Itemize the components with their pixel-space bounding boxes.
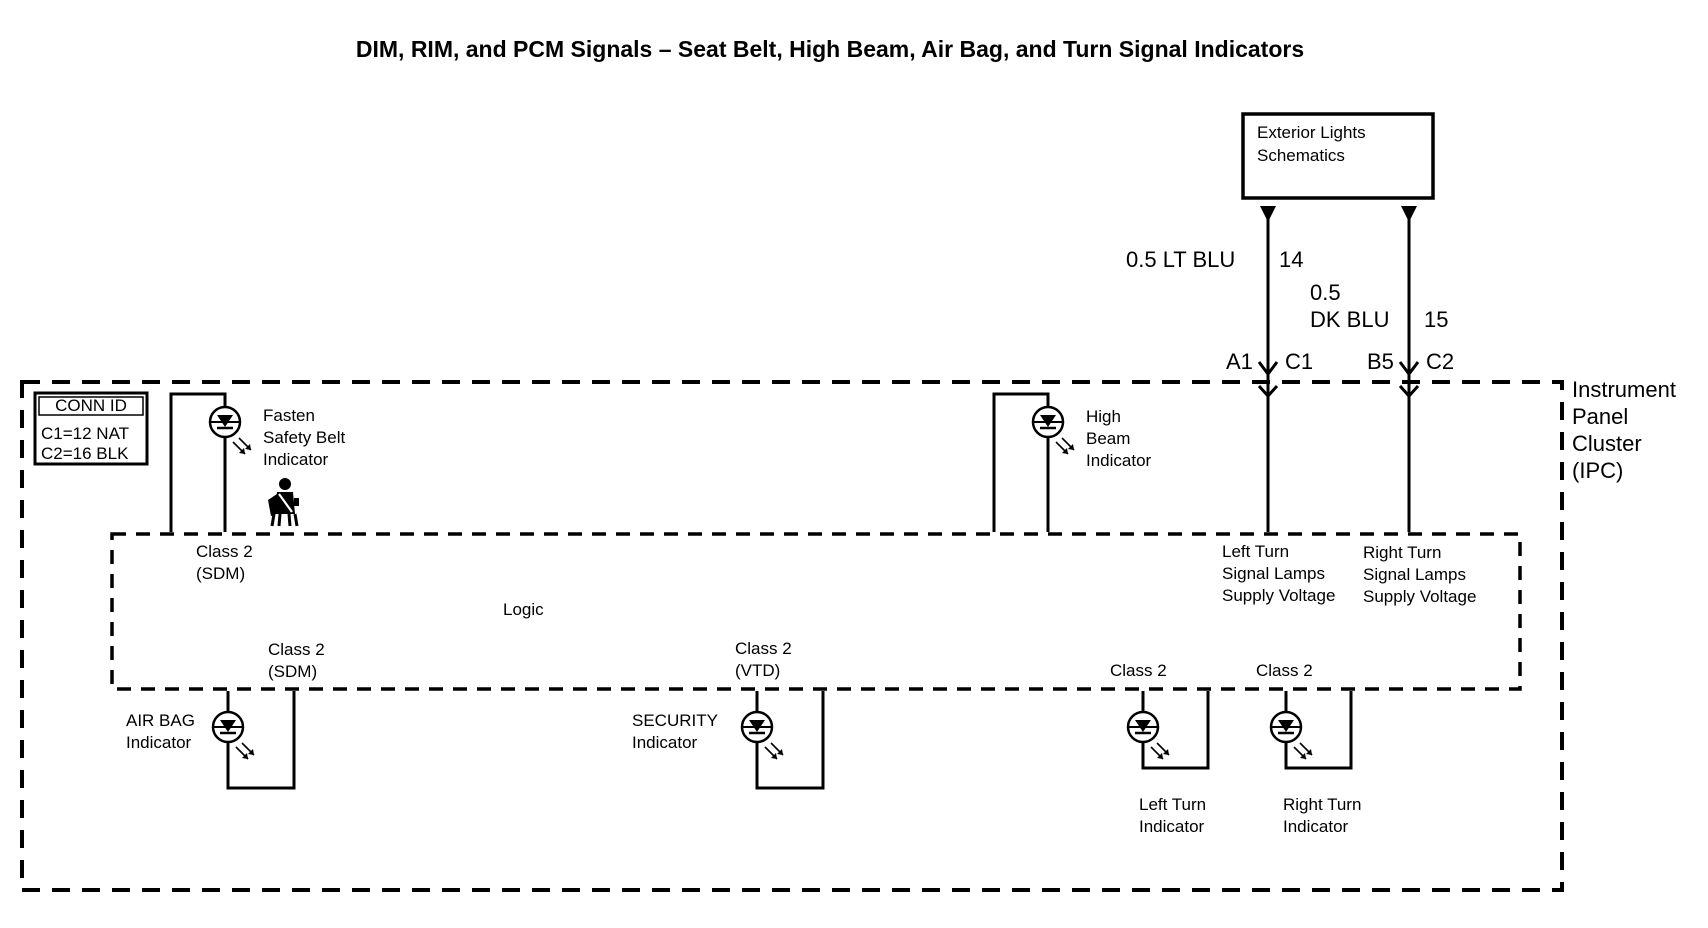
security-led-icon xyxy=(740,710,785,761)
right-turn-supply-label-1: Right Turn xyxy=(1363,543,1441,562)
left-turn-supply-label-2: Signal Lamps xyxy=(1222,564,1325,583)
wire-15-size: 0.5 xyxy=(1310,280,1341,305)
air-bag-led-icon xyxy=(211,710,256,761)
high-beam-led-icon xyxy=(1031,405,1076,456)
exterior-lights-box xyxy=(1241,112,1435,200)
seatbelt-icon xyxy=(268,478,299,527)
exterior-lights-label-2: Schematics xyxy=(1257,146,1345,165)
connector-c1-male xyxy=(1257,361,1279,377)
connector-c1-female xyxy=(1257,384,1279,399)
exterior-lights-label-1: Exterior Lights xyxy=(1257,123,1366,142)
ipc-label-3: Cluster xyxy=(1572,431,1642,456)
left-turn-label-2: Indicator xyxy=(1139,817,1205,836)
seat-belt-class-1: Class 2 xyxy=(196,542,253,561)
pin-c1: C1 xyxy=(1285,349,1313,374)
seat-belt-label-1: Fasten xyxy=(263,406,315,425)
right-turn-supply-label-2: Signal Lamps xyxy=(1363,565,1466,584)
wire-14-size-color: 0.5 LT BLU xyxy=(1126,247,1235,272)
air-bag-class-2: (SDM) xyxy=(268,662,317,681)
wire-15-color: DK BLU xyxy=(1310,307,1389,332)
connector-c2-female xyxy=(1398,384,1420,399)
diagram-title: DIM, RIM, and PCM Signals – Seat Belt, H… xyxy=(356,36,1304,62)
left-turn-supply-label-3: Supply Voltage xyxy=(1222,586,1335,605)
security-label-1: SECURITY xyxy=(632,711,718,730)
left-turn-supply-label-1: Left Turn xyxy=(1222,542,1289,561)
seat-belt-class-2: (SDM) xyxy=(196,564,245,583)
pin-c2: C2 xyxy=(1426,349,1454,374)
left-turn-led-icon xyxy=(1126,710,1171,761)
high-beam-label-3: Indicator xyxy=(1086,451,1152,470)
ipc-label-1: Instrument xyxy=(1572,377,1676,402)
conn-id-header: CONN ID xyxy=(55,396,127,415)
right-turn-label-1: Right Turn xyxy=(1283,795,1361,814)
right-turn-class-1: Class 2 xyxy=(1256,661,1313,680)
seat-belt-label-3: Indicator xyxy=(263,450,329,469)
ipc-label-2: Panel xyxy=(1572,404,1628,429)
ipc-boundary xyxy=(20,380,1564,892)
seat-belt-circuit xyxy=(169,392,227,532)
high-beam-label-1: High xyxy=(1086,407,1121,426)
air-bag-label-2: Indicator xyxy=(126,733,192,752)
air-bag-label-1: AIR BAG xyxy=(126,711,195,730)
conn-id-c1: C1=12 NAT xyxy=(41,424,129,443)
security-class-2: (VTD) xyxy=(735,661,780,680)
left-turn-label-1: Left Turn xyxy=(1139,795,1206,814)
right-turn-led-icon xyxy=(1269,710,1314,761)
seat-belt-label-2: Safety Belt xyxy=(263,428,345,447)
wire-14-circuit: 14 xyxy=(1279,247,1303,272)
ipc-label-4: (IPC) xyxy=(1572,458,1623,483)
seat-belt-led-icon xyxy=(208,405,253,456)
right-turn-label-2: Indicator xyxy=(1283,817,1349,836)
connector-c2-male xyxy=(1398,361,1420,377)
pin-a1: A1 xyxy=(1226,349,1253,374)
pin-b5: B5 xyxy=(1367,349,1394,374)
security-class-1: Class 2 xyxy=(735,639,792,658)
high-beam-circuit xyxy=(992,392,1050,532)
conn-id-header-box xyxy=(38,396,144,416)
security-label-2: Indicator xyxy=(632,733,698,752)
air-bag-class-1: Class 2 xyxy=(268,640,325,659)
right-turn-supply-label-3: Supply Voltage xyxy=(1363,587,1476,606)
high-beam-label-2: Beam xyxy=(1086,429,1130,448)
conn-id-c2: C2=16 BLK xyxy=(41,444,129,463)
left-turn-class-1: Class 2 xyxy=(1110,661,1167,680)
logic-block xyxy=(110,532,1522,691)
wire-15-circuit: 15 xyxy=(1424,307,1448,332)
logic-label: Logic xyxy=(503,600,544,619)
